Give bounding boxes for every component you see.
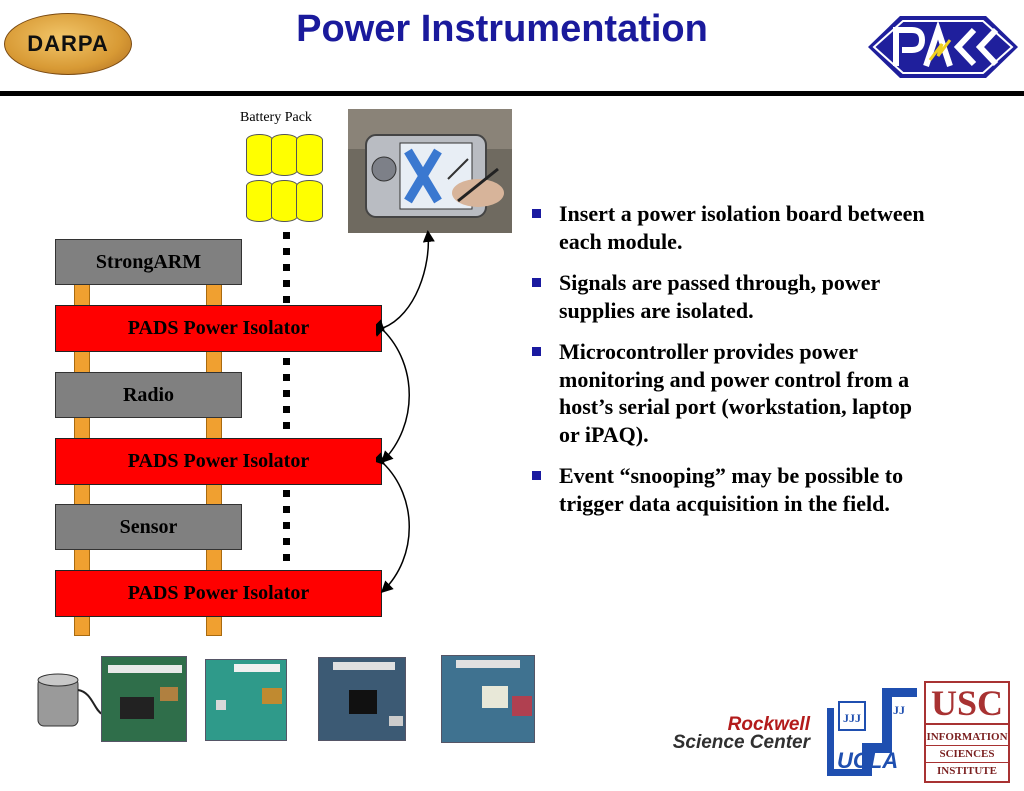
bullet-item: Signals are passed through, power suppli…	[530, 269, 930, 324]
battery-cell	[271, 134, 298, 176]
page-title: Power Instrumentation	[296, 8, 708, 50]
usc-sub-line: INSTITUTE	[937, 765, 997, 777]
battery-cell	[296, 180, 323, 222]
board-photo-4	[441, 655, 535, 743]
board-photo-2	[205, 659, 287, 741]
bullet-item: Event “snooping” may be possible to trig…	[530, 462, 930, 517]
bullet-item: Microcontroller provides power monitorin…	[530, 338, 930, 448]
bullet-square-icon	[532, 209, 541, 218]
module-power-isolator-1: PADS Power Isolator	[55, 305, 382, 352]
bullet-square-icon	[532, 347, 541, 356]
usc-sub-line: SCIENCES	[926, 746, 1008, 763]
battery-cell	[271, 180, 298, 222]
bullet-item: Insert a power isolation board between e…	[530, 200, 930, 255]
bullet-list: Insert a power isolation board between e…	[530, 200, 930, 531]
usc-logo-text: USC	[926, 683, 1008, 725]
darpa-logo-text: DARPA	[27, 31, 109, 56]
header-rule	[0, 91, 1024, 96]
usc-sub-line: INFORMATION	[926, 729, 1008, 746]
board-photo-1	[101, 656, 187, 742]
battery-cell	[246, 134, 273, 176]
usc-isi-logo: USC INFORMATION SCIENCES INSTITUTE	[924, 681, 1010, 783]
rockwell-logo-line1: Rockwell	[727, 714, 810, 735]
module-power-isolator-2: PADS Power Isolator	[55, 438, 382, 485]
battery-cell	[246, 180, 273, 222]
board-photo-3	[318, 657, 406, 741]
module-sensor: Sensor	[55, 504, 242, 550]
ipaq-photo	[348, 109, 512, 233]
ucla-logo: JJJ JJ UCLA	[827, 688, 917, 776]
battery-cylinder-photo	[37, 673, 102, 727]
signal-arrows	[376, 230, 435, 594]
module-radio: Radio	[55, 372, 242, 418]
module-strongarm: StrongARM	[55, 239, 242, 285]
svg-text:UCLA: UCLA	[837, 748, 898, 773]
darpa-logo: DARPA	[4, 13, 132, 75]
module-power-isolator-3: PADS Power Isolator	[55, 570, 382, 617]
pacc-logo-icon	[868, 16, 1018, 78]
svg-text:JJJ: JJJ	[843, 711, 861, 725]
battery-cell	[296, 134, 323, 176]
rockwell-logo-line2: Science Center	[672, 732, 810, 753]
svg-text:JJ: JJ	[893, 703, 905, 717]
bullet-square-icon	[532, 471, 541, 480]
battery-pack-label: Battery Pack	[240, 110, 312, 125]
rockwell-logo: Rockwell Science Center	[630, 714, 810, 753]
bullet-square-icon	[532, 278, 541, 287]
